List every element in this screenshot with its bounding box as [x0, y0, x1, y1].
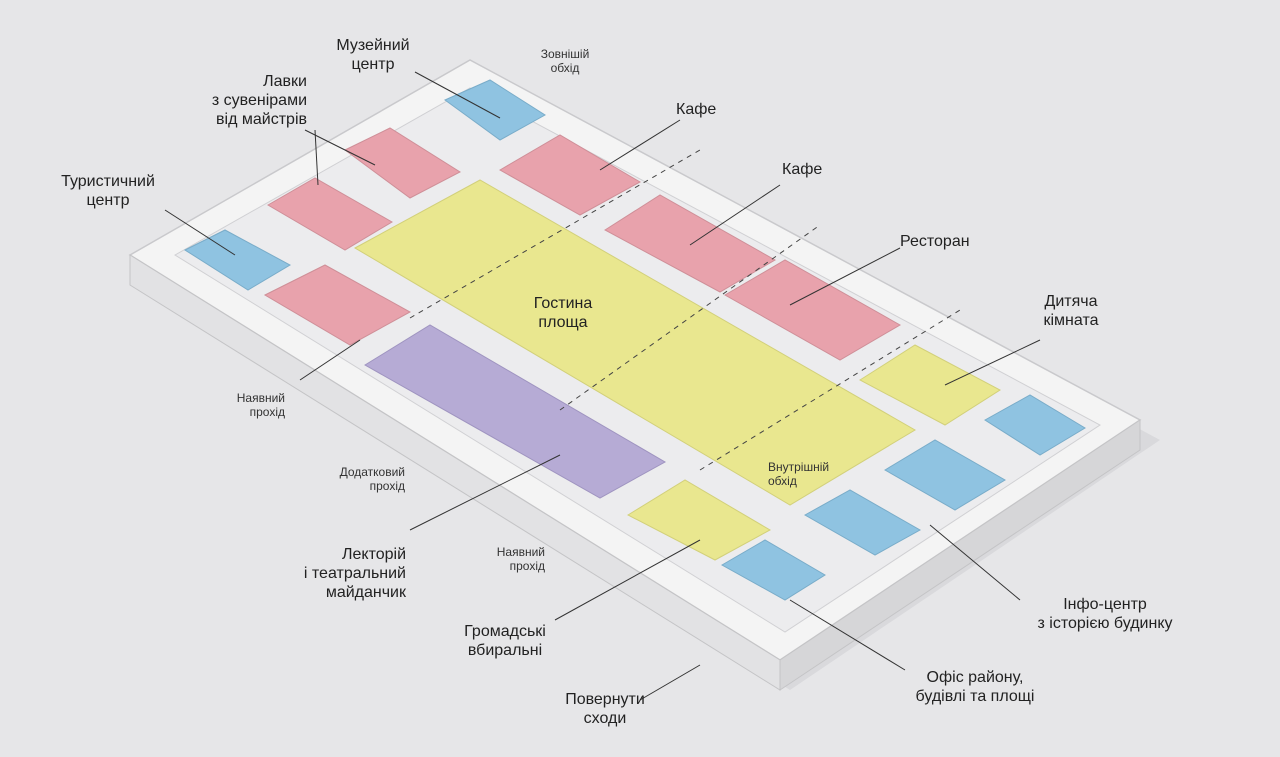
label-stairs: Повернути сходи — [565, 691, 645, 728]
info-room-2 — [803, 489, 922, 556]
label-restrooms: Громадські вбиральні — [464, 623, 546, 660]
label-shops: Лавки з сувенірами від майстрів — [211, 73, 307, 129]
leader-lines — [164, 71, 1041, 701]
label-guest-square: Гостина площа — [533, 295, 593, 332]
label-additional-pass: Додатковий прохід — [339, 465, 405, 494]
label-lecture: Лекторій і театральний майданчик — [303, 546, 406, 602]
passage-line-2 — [559, 224, 821, 411]
blue-room-right — [984, 394, 1086, 456]
label-info-center: Інфо-центр з історією будинку — [1037, 596, 1173, 633]
red-room-left — [263, 264, 412, 346]
label-existing-pass-2: Наявний прохід — [496, 545, 545, 574]
label-restaurant: Ресторан — [900, 233, 970, 250]
label-inner-walk: Внутрішній обхід — [768, 460, 830, 489]
label-tourist: Туристичний центр — [61, 173, 155, 210]
shop-room-1 — [267, 177, 393, 251]
label-outer-walk: Зовнішій обхід — [540, 47, 590, 76]
tourist-room — [183, 229, 292, 291]
guest-square-zone — [353, 179, 916, 506]
restroom-area — [626, 479, 772, 561]
cafe-room-2 — [604, 194, 777, 293]
outer-wall-front-right — [779, 419, 1141, 691]
label-existing-pass-1: Наявний прохід — [236, 391, 285, 420]
kids-room — [859, 344, 1001, 426]
restaurant-room — [723, 259, 902, 361]
lecture-hall — [364, 324, 667, 499]
passage-line-3 — [699, 309, 961, 471]
office-room — [720, 539, 826, 601]
cafe-room-1 — [498, 134, 642, 216]
label-museum: Музейний центр — [336, 37, 410, 74]
label-kids-room: Дитяча кімната — [1043, 293, 1099, 330]
museum-room — [444, 79, 546, 141]
label-office: Офіс району, будівлі та площі — [915, 669, 1035, 706]
label-cafe-2: Кафе — [782, 161, 823, 178]
label-cafe-1: Кафе — [676, 101, 717, 118]
shop-room-2 — [344, 127, 462, 199]
info-room-1 — [884, 439, 1006, 511]
